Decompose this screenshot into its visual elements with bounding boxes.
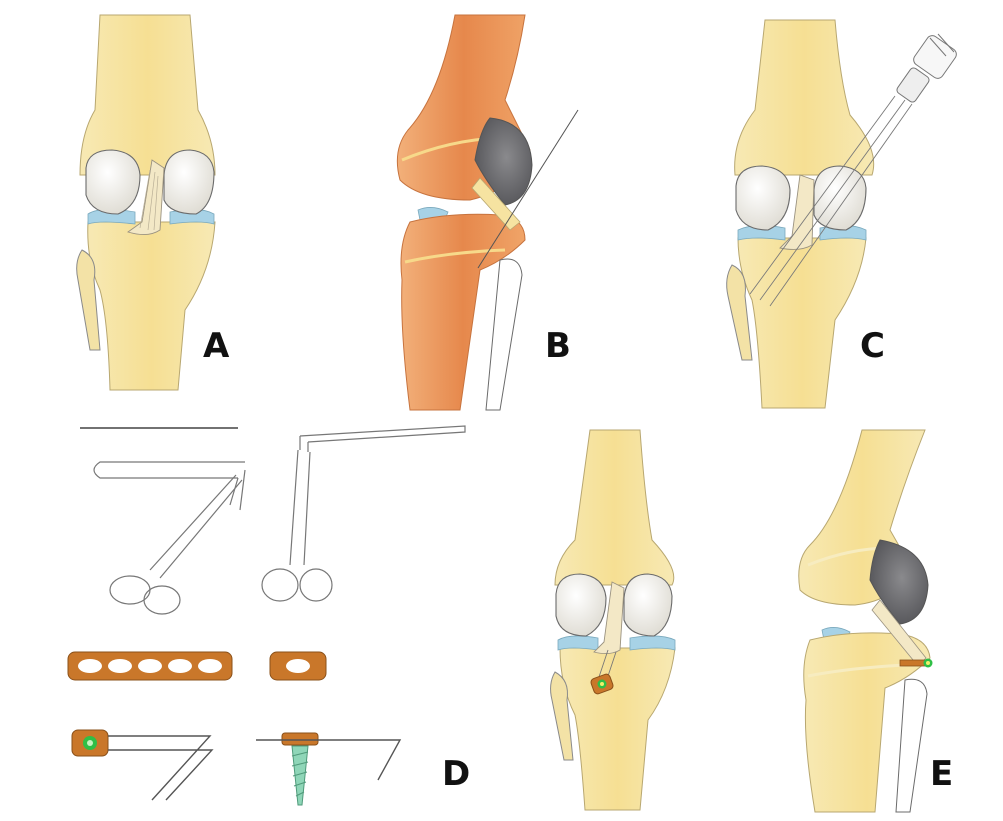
femur-e (554, 429, 675, 586)
femur-c (734, 19, 875, 176)
acl-ligament-c (779, 174, 815, 250)
lateral-condyle-c (813, 165, 867, 231)
panel-c-front-knee-guide: C (726, 19, 957, 409)
panel-label-b: B (545, 326, 571, 366)
panel-b-lateral-knee: B (396, 14, 579, 411)
lateral-meniscus-e (629, 635, 676, 651)
fibula-c (726, 264, 753, 361)
plate-with-suture (71, 729, 214, 801)
guide-wire-c (749, 95, 913, 307)
long-plate (67, 651, 233, 681)
tibia-growth-line (404, 248, 506, 264)
femur-shaft (79, 14, 216, 176)
acl-lateral (471, 177, 521, 231)
panel-e-implanted-knee: E (550, 429, 953, 813)
acl-graft-e (593, 581, 625, 655)
fibula-e (550, 671, 574, 761)
fibula-lateral-e (895, 678, 928, 813)
tibia-e (559, 647, 676, 811)
implant-button-lateral (899, 658, 933, 668)
guide-line-b (477, 109, 579, 269)
medial-condyle-c (735, 165, 791, 231)
medial-condyle-e (555, 573, 607, 637)
acl-fibers (139, 169, 159, 231)
curved-clamp-right (261, 425, 466, 602)
tibia-c (737, 237, 867, 409)
tibia-lateral (400, 213, 526, 411)
medial-meniscus-e (557, 635, 599, 651)
panel-label-e: E (930, 754, 953, 794)
tibia-lateral-e (803, 632, 931, 813)
tibia (87, 221, 216, 391)
screw-with-plate (256, 732, 402, 806)
drill-guide-handle (896, 33, 957, 103)
short-plate (269, 651, 327, 681)
panel-d-instruments: D (67, 425, 470, 806)
panel-label-c: C (860, 326, 885, 366)
fibula (76, 249, 101, 351)
lateral-condyle (163, 149, 215, 215)
panel-a-front-knee: A (76, 14, 230, 391)
tibia-growth-line-e (807, 663, 906, 678)
lateral-condyle-e (623, 573, 673, 637)
medial-condyle (85, 149, 141, 215)
posterior-cartilage-e (869, 539, 929, 625)
implant-button-front (590, 673, 614, 695)
panel-label-d: D (442, 754, 470, 794)
fibula-lateral (485, 258, 523, 411)
curved-clamp-left (93, 461, 246, 615)
panel-label-a: A (203, 326, 230, 366)
